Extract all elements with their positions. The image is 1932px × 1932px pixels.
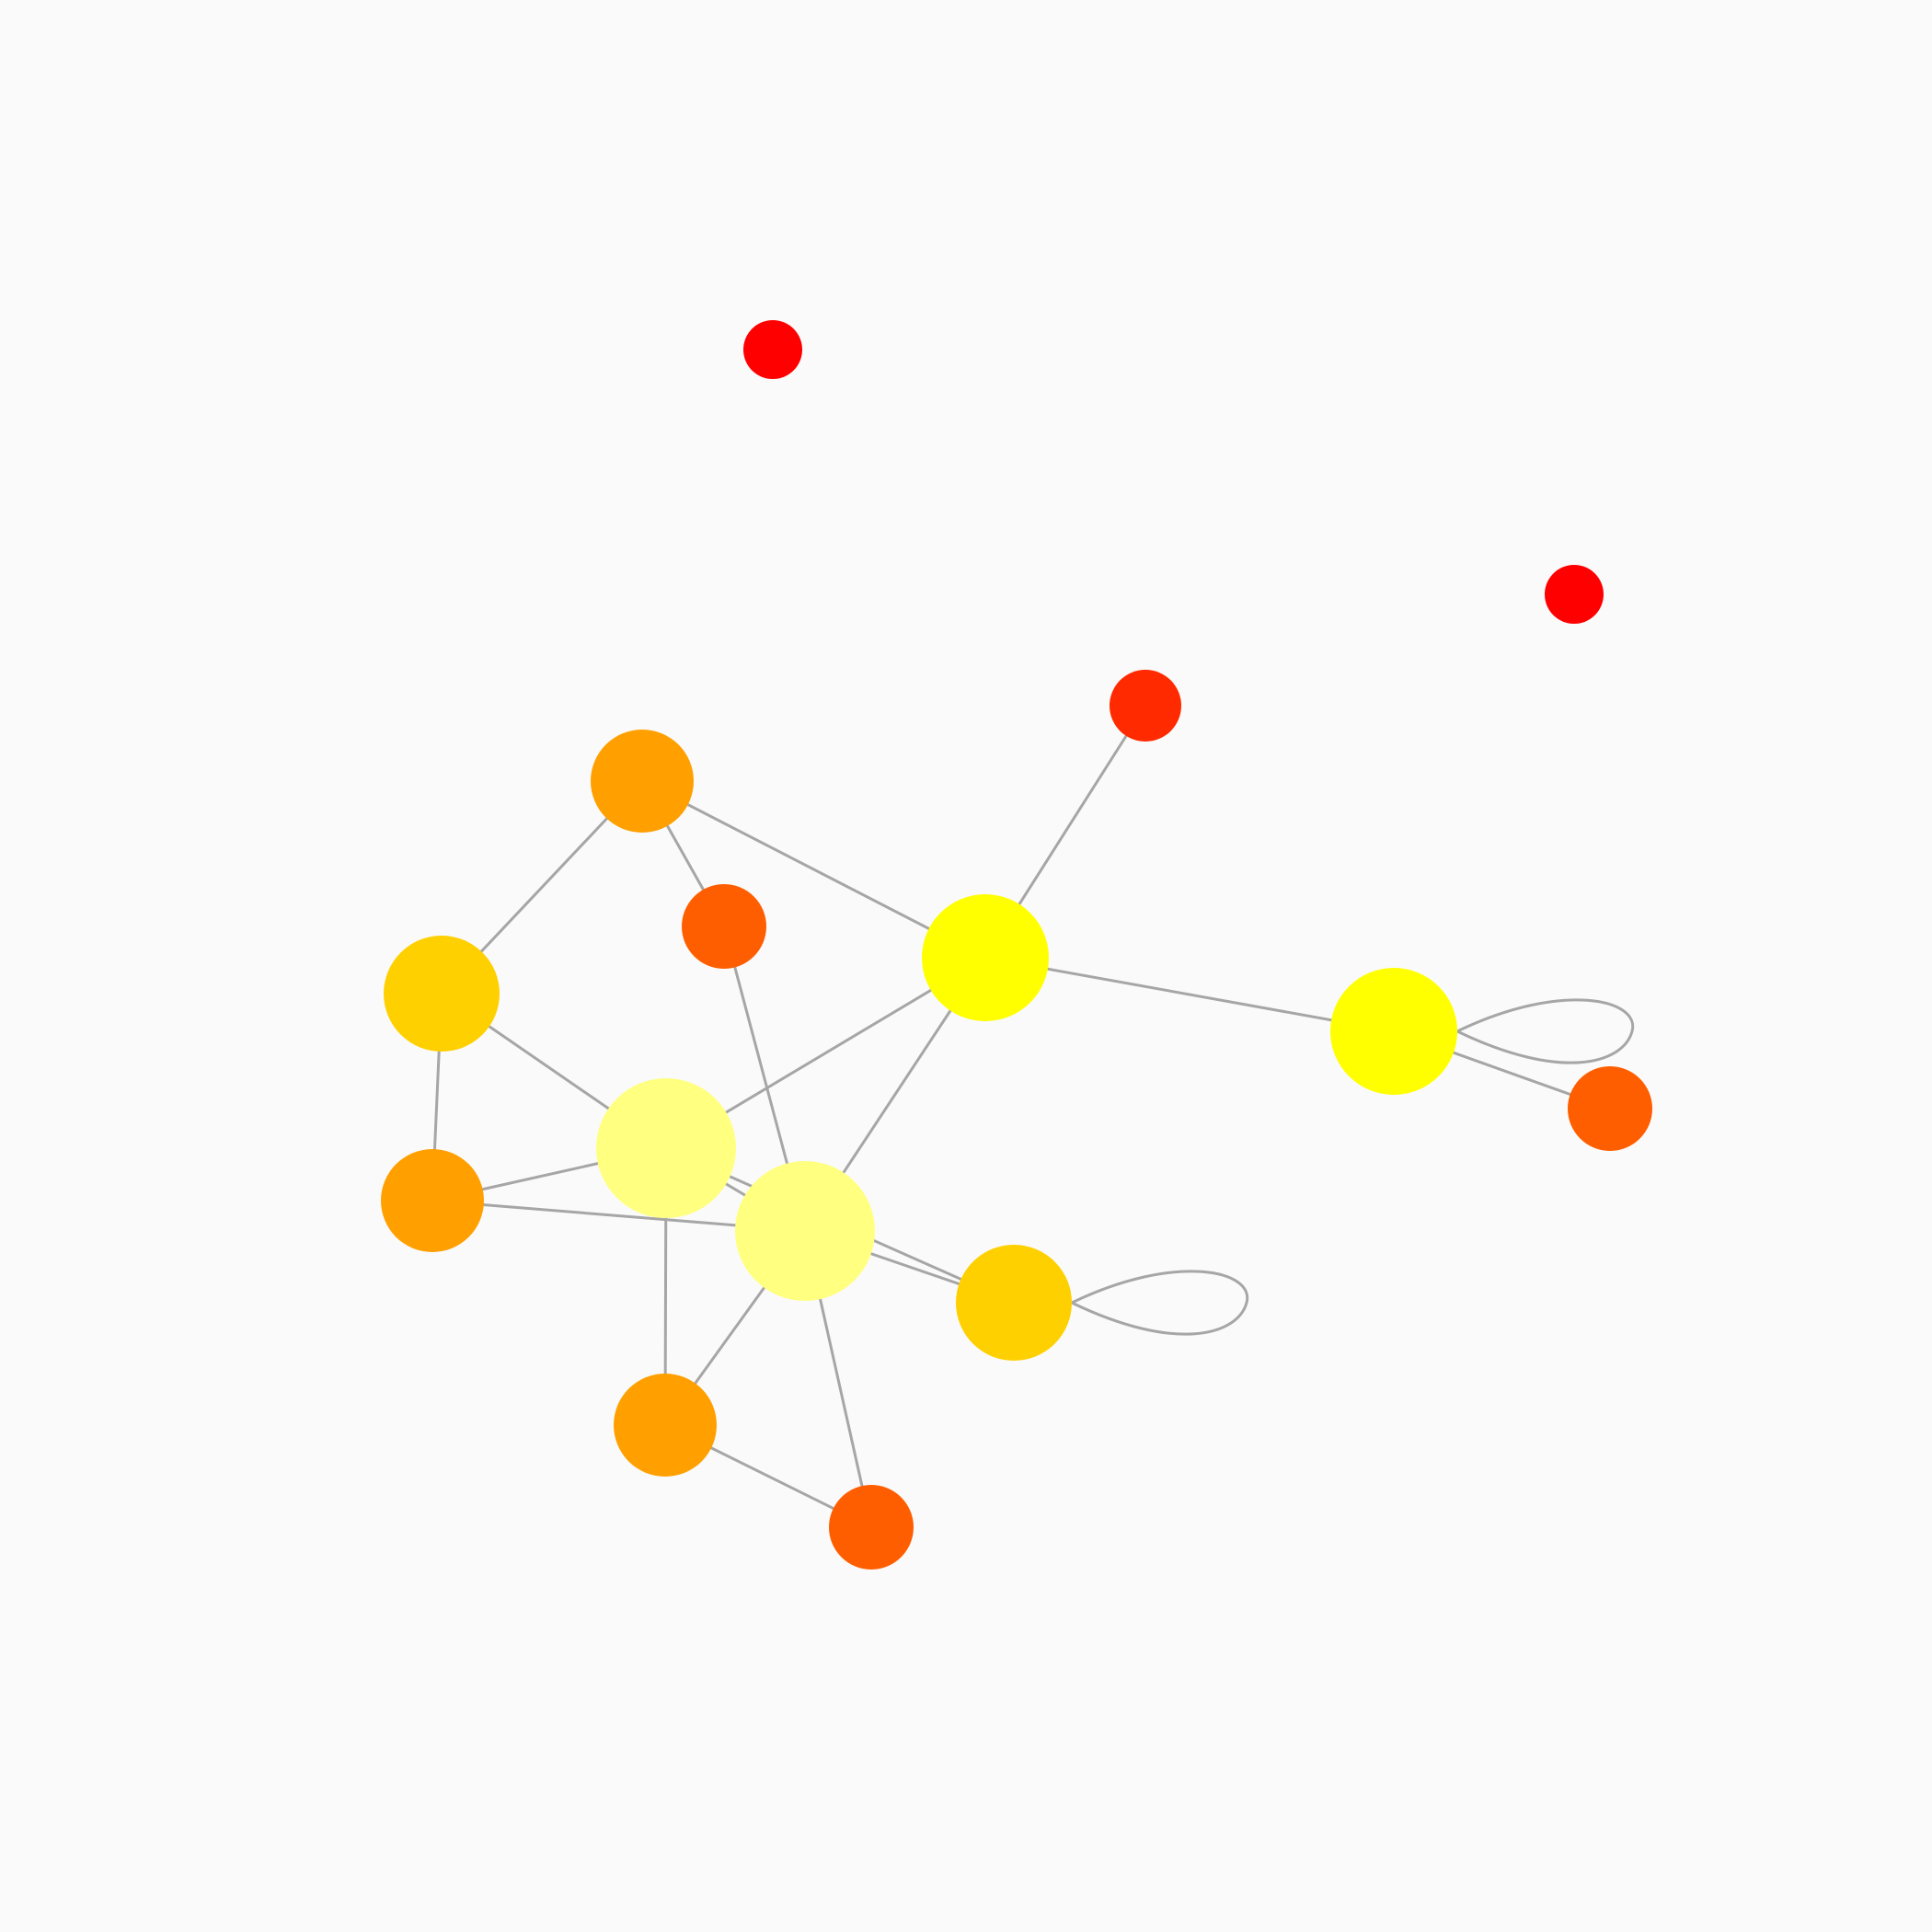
graph-node-n9[interactable] [1568, 1066, 1652, 1151]
graph-node-n14[interactable] [614, 1374, 717, 1477]
graph-node-n6[interactable] [922, 894, 1049, 1021]
graph-node-n10[interactable] [596, 1078, 736, 1218]
edge-n6-n7 [984, 956, 1395, 1033]
graph-node-n13[interactable] [956, 1245, 1072, 1361]
graph-node-n11[interactable] [381, 1149, 484, 1252]
self-loop-edge-n13 [1071, 1270, 1249, 1336]
graph-node-n8[interactable] [384, 936, 500, 1052]
graph-node-n7[interactable] [1330, 968, 1457, 1095]
graph-node-n3[interactable] [1110, 670, 1181, 742]
graph-node-n5[interactable] [682, 884, 766, 969]
graph-node-n1[interactable] [743, 320, 802, 379]
nodes-layer [381, 320, 1652, 1570]
graph-node-n12[interactable] [735, 1161, 875, 1301]
graph-node-n15[interactable] [829, 1485, 914, 1570]
edge-n4-n6 [641, 779, 986, 960]
self-loop-edge-n7 [1456, 998, 1635, 1064]
graph-node-n4[interactable] [591, 730, 694, 833]
graph-node-n2[interactable] [1545, 565, 1604, 624]
